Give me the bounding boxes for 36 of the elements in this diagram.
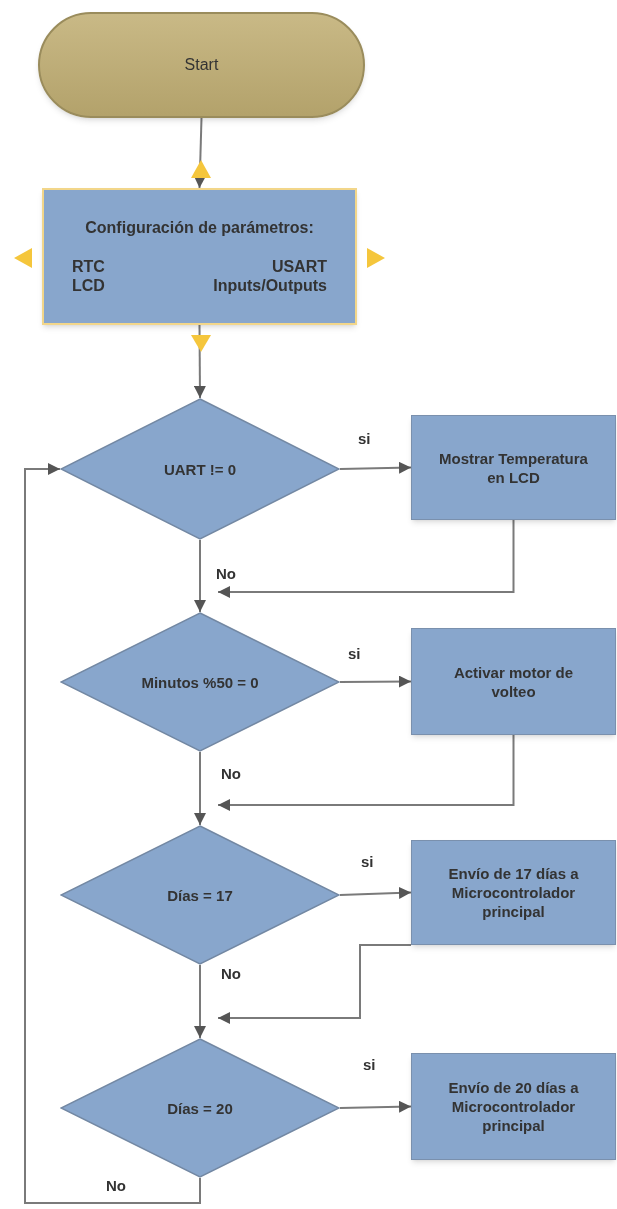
- condition-text: Días = 20: [167, 1098, 233, 1118]
- process-text: Activar motor de volteo: [452, 662, 575, 701]
- decision-diamond: [60, 1038, 340, 1178]
- terminal-text: Start: [184, 55, 219, 75]
- condition-text: Minutos %50 = 0: [141, 672, 259, 692]
- arrow: [194, 751, 206, 826]
- process-box: [411, 628, 616, 735]
- parameter-text: LCD: [72, 276, 105, 295]
- arrow: [194, 539, 206, 613]
- arrow: [339, 675, 412, 688]
- process-text: Envío de 20 días a Microcontrolador principal: [447, 1078, 580, 1135]
- box-heading: Configuración de parámetros:: [84, 218, 315, 237]
- process-box: [411, 840, 616, 945]
- process-text: Mostrar Temperatura en LCD: [438, 448, 589, 487]
- arrow: [193, 117, 206, 189]
- parameter-text: Inputs/Outputs: [213, 276, 327, 295]
- arrow: [217, 734, 515, 811]
- process-box: [42, 188, 357, 325]
- arrow: [217, 944, 412, 1024]
- process-box: [411, 1053, 616, 1160]
- arrow: [193, 324, 206, 399]
- parameter-text: RTC: [72, 257, 105, 276]
- arrow: [339, 886, 412, 899]
- arrow: [339, 1100, 412, 1113]
- condition-text: UART != 0: [163, 459, 237, 479]
- arrow: [194, 964, 206, 1039]
- decision-diamond: [60, 398, 340, 540]
- process-box: [411, 415, 616, 520]
- parameter-text: USART: [271, 257, 327, 276]
- process-text: Envío de 17 días a Microcontrolador principal: [447, 864, 580, 921]
- arrow: [217, 519, 515, 598]
- arrow: [24, 463, 201, 1204]
- decision-diamond: [60, 612, 340, 752]
- arrow: [339, 461, 412, 474]
- condition-text: Días = 17: [167, 885, 233, 905]
- decision-diamond: [60, 825, 340, 965]
